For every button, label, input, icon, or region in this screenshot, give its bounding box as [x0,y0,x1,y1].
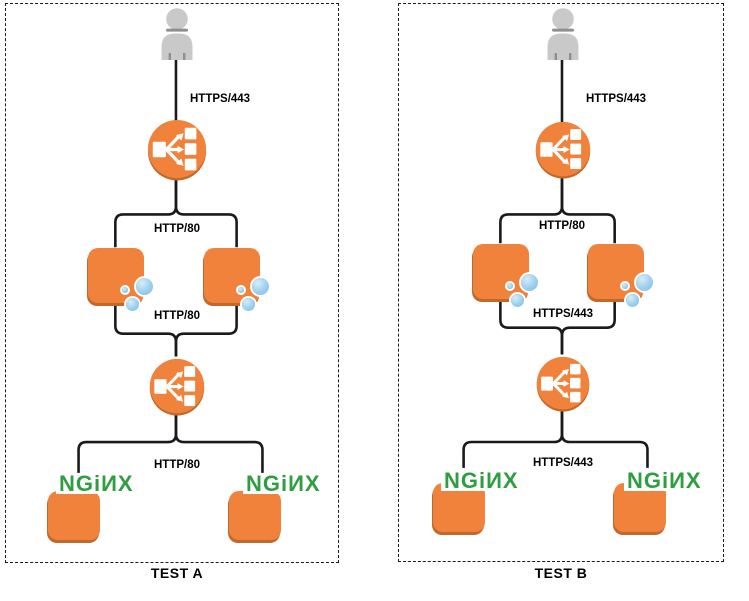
nginx-box [614,483,666,532]
connector-lines [77,54,264,473]
nginx-box [433,483,485,532]
bubble-icon [507,283,513,289]
test-b-panel: HTTPS/443 HTTP [398,3,724,562]
nginx-logo: NGiИX [56,473,137,495]
bubble-icon [626,294,639,307]
panel-caption-b: TEST B [534,565,588,581]
user-icon [159,8,195,60]
connector-lines [462,54,649,468]
container-box [588,244,644,299]
hop-label-4: HTTPS/443 [532,457,594,469]
load-balancer-icon [535,356,591,412]
hop-label-1: HTTPS/443 [190,93,251,105]
container-box [88,248,144,303]
bubble-icon [511,294,524,307]
hop-label-2: HTTP/80 [153,223,201,235]
nginx-box [229,491,281,540]
load-balancer-icon [534,121,592,179]
bubble-icon [122,287,128,293]
container-icon [88,248,153,311]
container-icon [204,248,269,311]
nginx-logo: NGiИX [243,473,324,495]
bubble-icon [521,274,538,291]
hop-label-4: HTTP/80 [153,459,201,471]
bubble-icon [622,283,628,289]
panel-caption-a: TEST A [150,565,204,581]
hop-label-3: HTTP/80 [153,310,201,322]
hop-label-2: HTTP/80 [538,220,586,232]
container-icon [588,244,653,307]
bubble-icon [136,278,153,295]
container-icon [473,244,538,307]
user-icon [545,8,581,60]
load-balancer-icon [146,119,208,181]
container-box [473,244,529,299]
bubble-icon [252,278,269,295]
hop-label-3: HTTPS/443 [532,308,594,320]
bubble-icon [636,274,653,291]
nginx-logo: NGiИX [624,470,705,492]
bubble-icon [126,298,139,311]
hop-label-1: HTTPS/443 [586,93,647,105]
nginx-box [48,491,100,540]
bubble-icon [238,287,244,293]
container-box [204,248,260,303]
bubble-icon [242,298,255,311]
nginx-logo: NGiИX [441,470,522,492]
load-balancer-icon [148,358,206,416]
test-a-panel: HTTPS/443 HTTP [5,3,339,563]
